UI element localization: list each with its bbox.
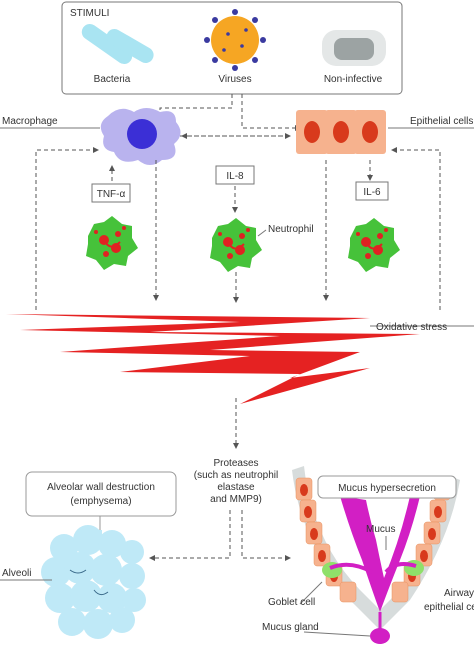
neutrophil-3 <box>348 218 400 272</box>
stimuli-panel: STIMULI Bacteria Viruses Non-infectiv <box>61 1 403 95</box>
macrophage-cell <box>100 108 181 165</box>
mucus-label: Mucus <box>366 524 395 535</box>
proteases-line-4: and MMP9) <box>210 494 262 505</box>
virus-icon <box>204 9 266 71</box>
non-infective-icon <box>322 30 386 66</box>
epithelial-cells-label: Epithelial cells <box>410 116 473 127</box>
bacteria-icon <box>81 23 154 65</box>
stimuli-arrows <box>157 94 301 139</box>
neutrophil-label: Neutrophil <box>268 224 314 235</box>
proteases-text: Proteases (such as neutrophil elastase a… <box>194 458 279 505</box>
bacteria-label: Bacteria <box>94 74 131 85</box>
goblet-cell-label: Goblet cell <box>268 597 315 608</box>
mucus-hypersecretion-label: Mucus hypersecretion <box>338 483 436 494</box>
airway-label-2: epithelial cells <box>424 602 474 613</box>
neutrophil-1 <box>86 216 138 270</box>
cytokine-tnf: TNF-α <box>91 183 131 203</box>
cytokine-il6: IL-6 <box>355 181 389 201</box>
non-infective-label: Non-infective <box>324 74 383 85</box>
neutrophil-2 <box>210 218 262 272</box>
il8-label: IL-8 <box>226 171 244 182</box>
mucus-gland-label: Mucus gland <box>262 622 319 633</box>
proteases-line-2: (such as neutrophil <box>194 470 279 481</box>
oxidative-stress-label: Oxidative stress <box>376 322 447 333</box>
epithelial-cells <box>296 110 386 154</box>
tnf-label: TNF-α <box>97 189 126 200</box>
macrophage-label: Macrophage <box>2 116 58 127</box>
airway-label-1: Airway <box>444 588 474 599</box>
alveolar-box-line-2: (emphysema) <box>70 496 131 507</box>
alveolar-destruction-box: Alveolar wall destruction (emphysema) <box>25 471 177 517</box>
alveoli-cluster <box>41 525 146 639</box>
proteases-line-1: Proteases <box>213 458 258 469</box>
stimuli-title: STIMULI <box>70 8 109 19</box>
alveoli-label: Alveoli <box>2 568 31 579</box>
protease-arrows <box>149 510 291 561</box>
alveolar-box-line-1: Alveolar wall destruction <box>47 482 155 493</box>
proteases-line-3: elastase <box>217 482 255 493</box>
il6-label: IL-6 <box>363 187 381 198</box>
cytokine-il8: IL-8 <box>215 165 255 185</box>
viruses-label: Viruses <box>218 74 251 85</box>
oxidative-stress-bolt <box>6 314 420 404</box>
mucus-hypersecretion-box: Mucus hypersecretion <box>317 475 457 499</box>
